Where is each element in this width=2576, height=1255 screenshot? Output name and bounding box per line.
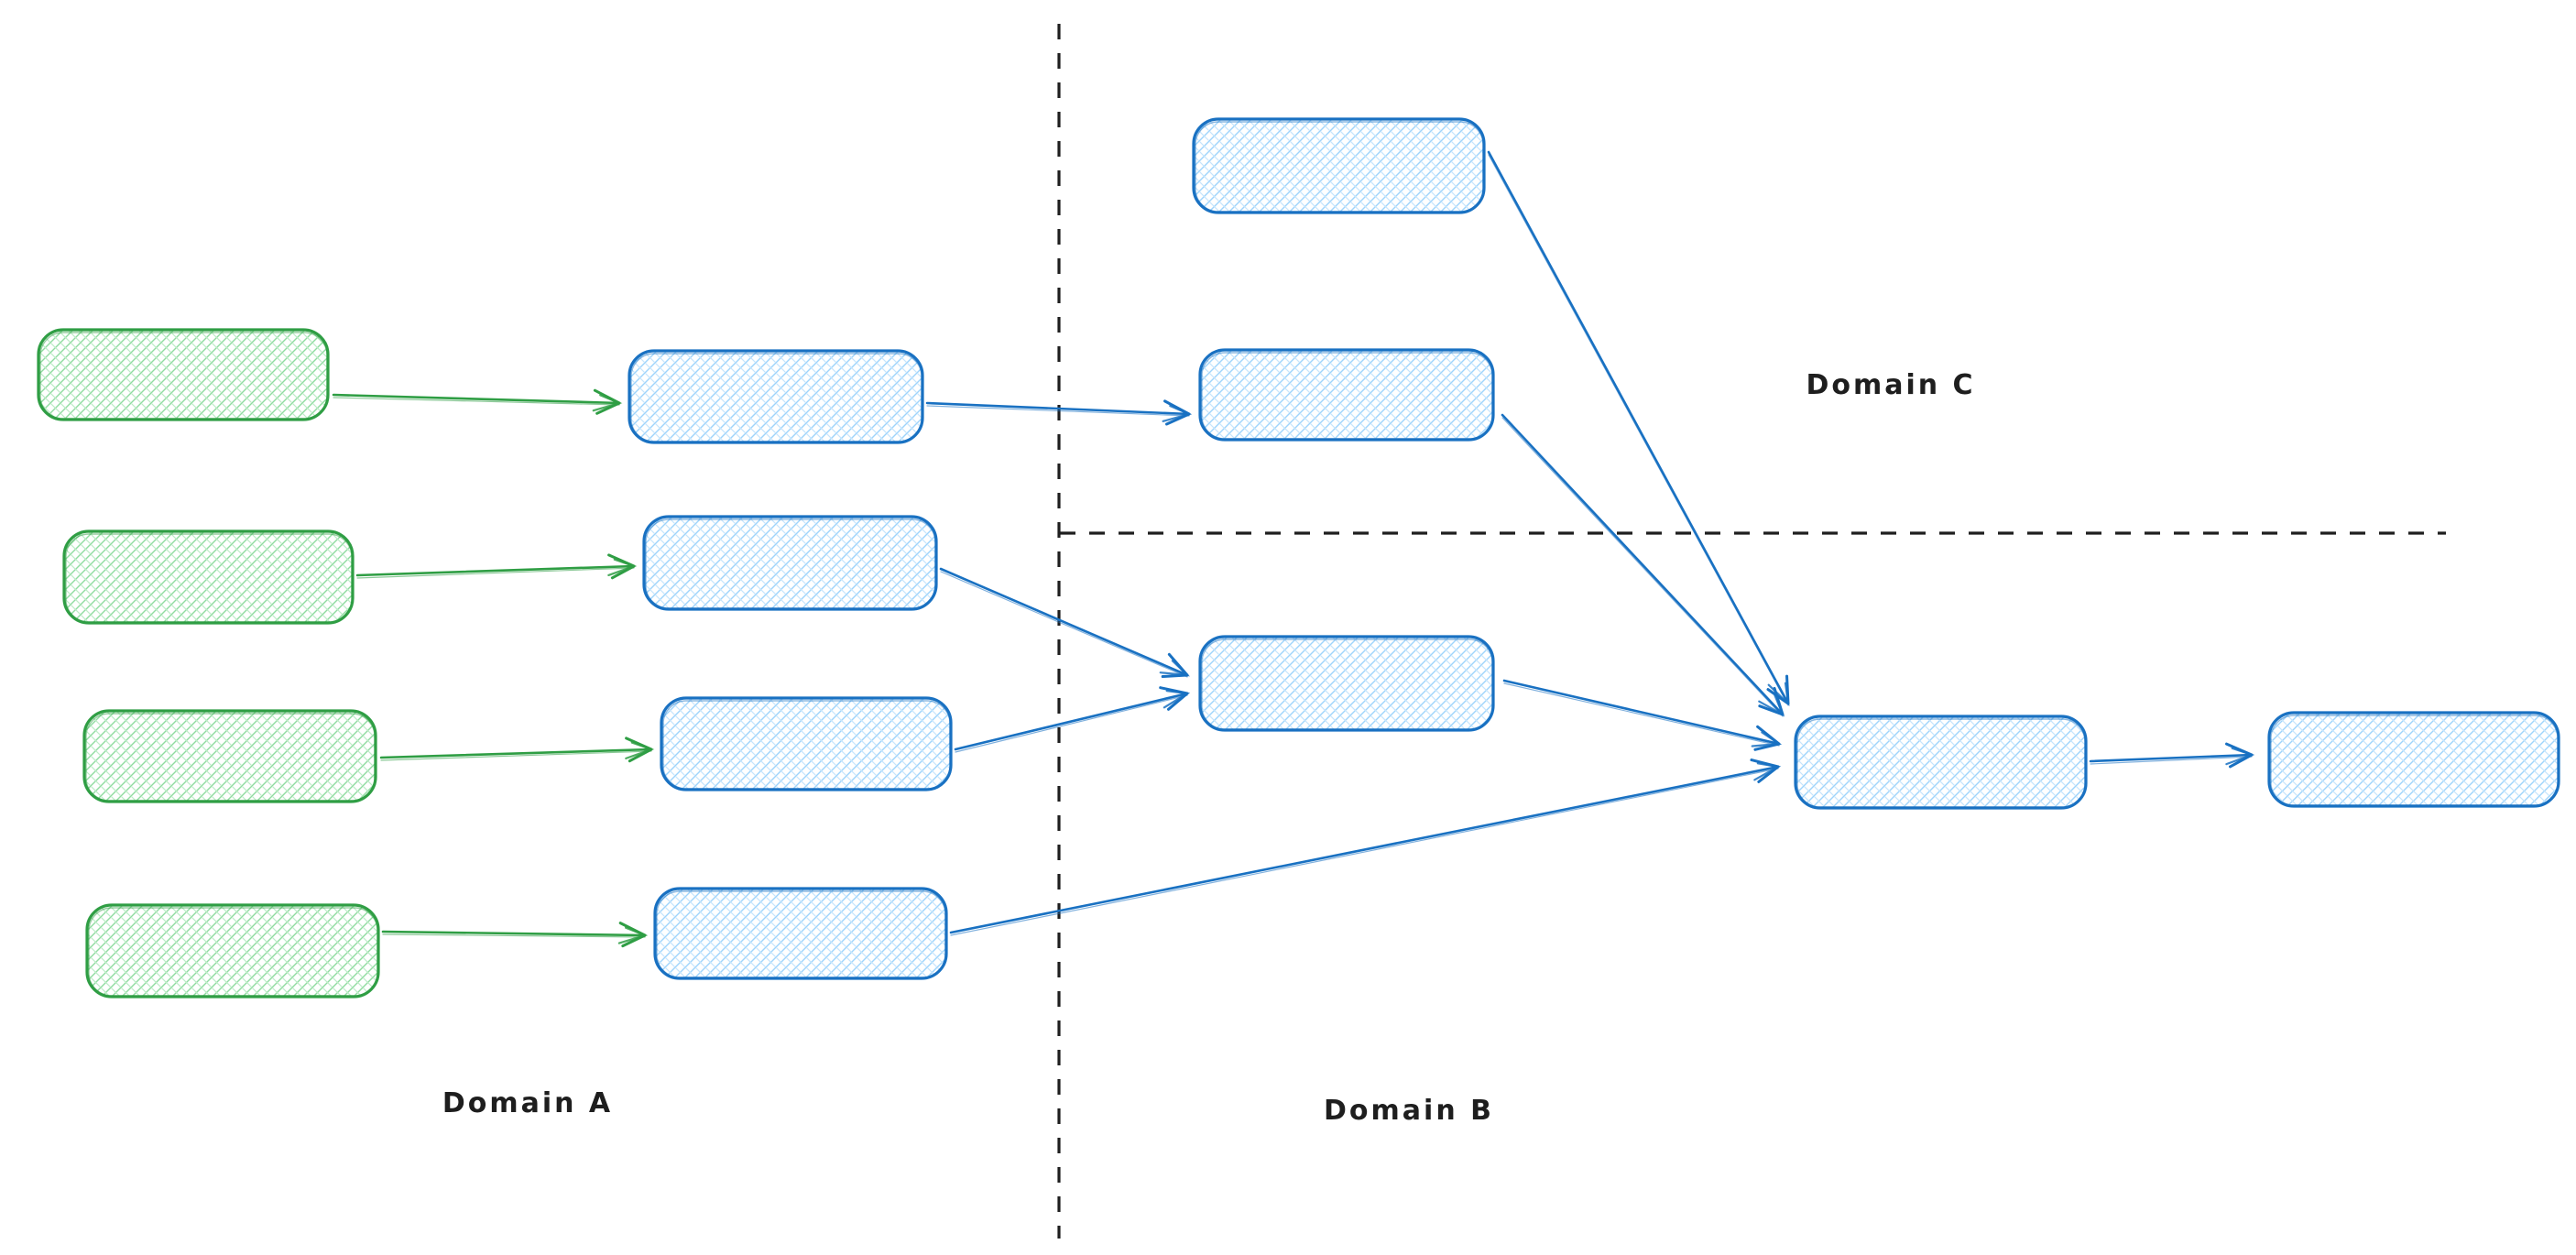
edge-aggregator-output[interactable]	[2089, 742, 2255, 769]
node-green-source-4[interactable]	[85, 903, 380, 999]
edge-c1-aggregator[interactable]	[1487, 150, 1790, 706]
node-domain-c-node-2[interactable]	[1198, 348, 1495, 442]
node-domain-b-node-1[interactable]	[1198, 635, 1495, 732]
edge-green1-a1[interactable]	[332, 388, 623, 415]
node-domain-b-aggregator[interactable]	[1794, 715, 2088, 810]
edge-green2-a2[interactable]	[355, 553, 638, 580]
domain-b-label[interactable]: Domain B	[1324, 1095, 1494, 1127]
node-domain-a-node-3[interactable]	[660, 696, 953, 791]
node-green-source-3[interactable]	[82, 709, 377, 803]
edge-b1-aggregator[interactable]	[1502, 679, 1783, 751]
edge-a4-aggregator[interactable]	[949, 758, 1782, 936]
edge-a2-b1node[interactable]	[939, 567, 1191, 679]
edge-a1-c2node[interactable]	[925, 399, 1193, 426]
node-green-source-2[interactable]	[62, 529, 355, 625]
edge-green4-a4[interactable]	[381, 922, 649, 948]
node-domain-b-output[interactable]	[2267, 711, 2560, 808]
domain-c-label[interactable]: Domain C	[1806, 369, 1975, 401]
node-domain-a-node-1[interactable]	[628, 349, 924, 444]
node-domain-c-node-1[interactable]	[1192, 117, 1486, 214]
node-domain-a-node-4[interactable]	[653, 887, 948, 980]
domain-a-label[interactable]: Domain A	[442, 1087, 613, 1119]
edge-c2-aggregator[interactable]	[1501, 413, 1785, 717]
node-domain-a-node-2[interactable]	[642, 515, 938, 611]
edge-green3-a3[interactable]	[379, 737, 655, 763]
edge-a3-b1node[interactable]	[954, 686, 1191, 753]
node-green-source-1[interactable]	[37, 328, 330, 421]
